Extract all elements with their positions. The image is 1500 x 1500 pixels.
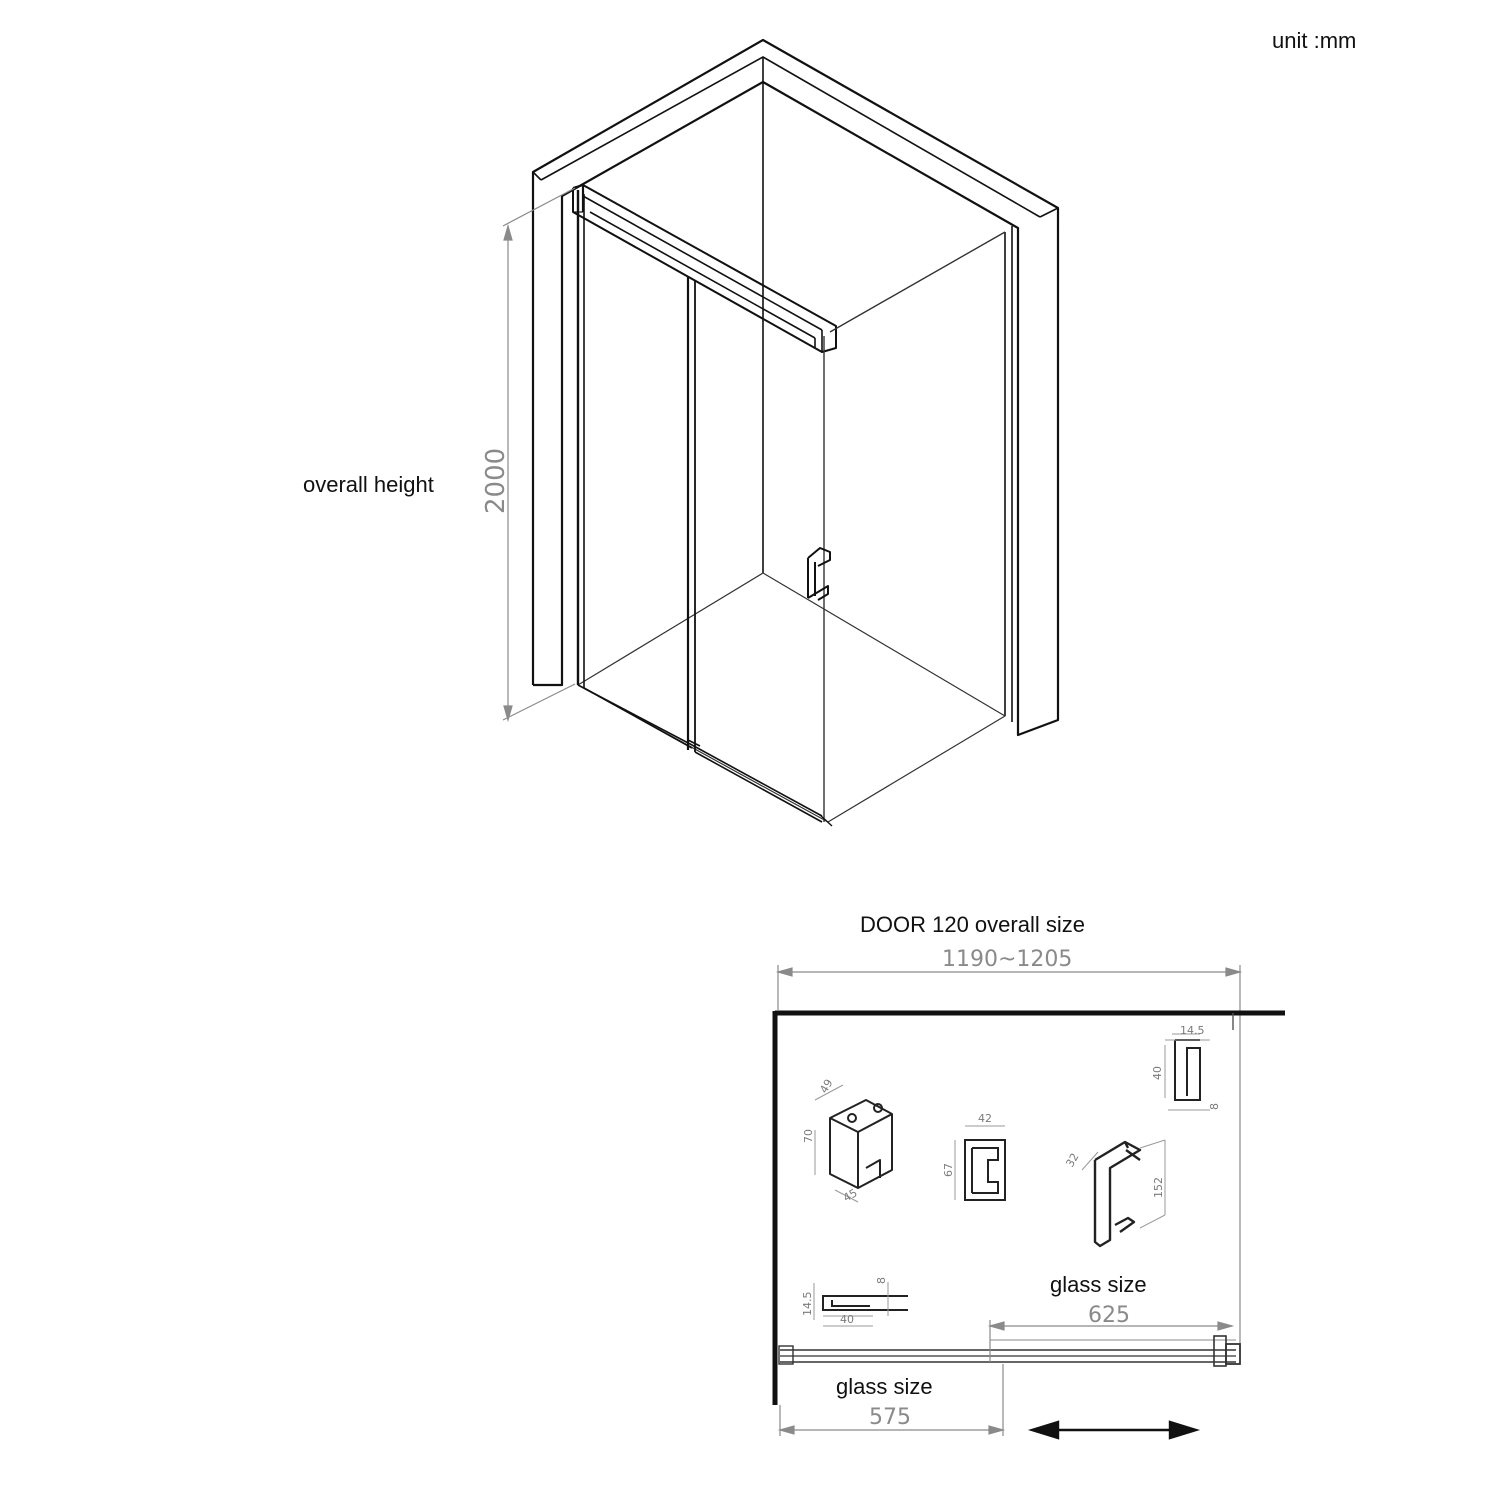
overall-width-dimension <box>775 965 1243 1355</box>
wall-outline <box>531 38 1060 737</box>
detail-wall-profile: 14.5 40 8 <box>1151 1024 1221 1111</box>
plan-title: DOOR 120 overall size <box>860 912 1085 937</box>
unit-label: unit :mm <box>1272 28 1356 53</box>
sliding-direction-arrow <box>1027 1420 1201 1440</box>
isometric-view <box>531 38 1060 827</box>
detail-handle: 32 152 <box>1063 1139 1166 1248</box>
plan-glass-track <box>778 1335 1241 1367</box>
detail-roller-bracket: 49 70 45 <box>802 1077 893 1205</box>
guide-height: 14.5 <box>801 1292 814 1317</box>
wall-profile-bottom: 8 <box>1208 1103 1221 1110</box>
wall-profile-side: 40 <box>1151 1066 1164 1080</box>
bracket-side: 70 <box>802 1129 815 1143</box>
height-label: overall height <box>303 472 434 497</box>
detail-rail-profile: 42 67 <box>942 1112 1006 1201</box>
height-dimension <box>502 187 576 723</box>
overall-width-value: 1190~1205 <box>942 947 1072 972</box>
door-glass-value: 575 <box>869 1405 911 1430</box>
sliding-door-panel <box>686 276 823 823</box>
guide-right: 8 <box>875 1277 888 1284</box>
side-glass-top-edge <box>829 231 1006 333</box>
rail-profile-top: 42 <box>978 1112 992 1125</box>
handle-depth: 32 <box>1063 1151 1081 1170</box>
detail-bottom-guide: 14.5 40 8 <box>801 1277 908 1327</box>
bracket-top: 49 <box>817 1077 835 1096</box>
guide-width: 40 <box>840 1313 854 1326</box>
wall-profile-top: 14.5 <box>1180 1024 1205 1037</box>
fixed-glass-panel <box>576 190 693 749</box>
fixed-glass-value: 625 <box>1088 1303 1130 1328</box>
floor-outline <box>577 572 1006 823</box>
rail-profile-side: 67 <box>942 1163 955 1177</box>
door-glass-label: glass size <box>836 1374 933 1399</box>
plan-walls <box>772 1010 1285 1405</box>
door-handle <box>807 547 831 601</box>
fixed-glass-dimension <box>987 1320 1235 1362</box>
wall-top-inner <box>540 56 1041 218</box>
top-rail <box>572 184 837 353</box>
bracket-bottom: 45 <box>841 1186 860 1204</box>
fixed-glass-label: glass size <box>1050 1272 1147 1297</box>
door-glass-dimension <box>777 1364 1006 1436</box>
height-value: 2000 <box>481 448 511 514</box>
handle-length: 152 <box>1152 1177 1165 1198</box>
